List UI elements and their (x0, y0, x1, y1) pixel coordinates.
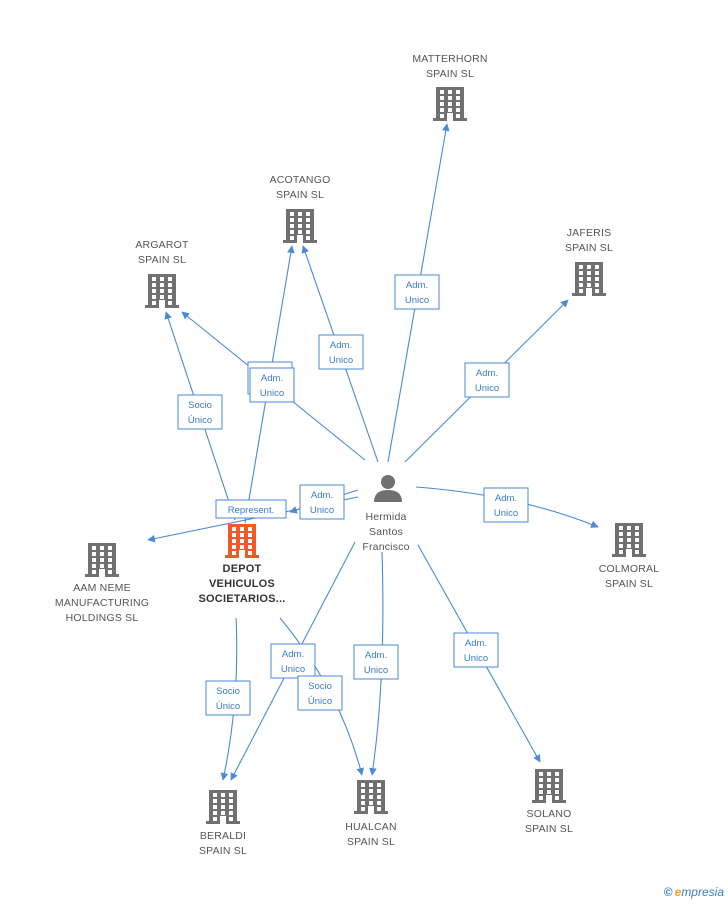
node-label-line: SPAIN SL (605, 578, 653, 590)
company-label-depot: DEPOT VEHICULOS SOCIETARIOS... (199, 563, 286, 605)
node-label-line: SPAIN SL (347, 836, 395, 848)
company-label-solano: SOLANO SPAIN SL (525, 808, 573, 835)
relation-label-r-jaferis[interactable]: Adm. Unico (464, 362, 510, 398)
company-label-matterhorn: MATTERHORN SPAIN SL (412, 53, 487, 80)
company-label-beraldi: BERALDI SPAIN SL (199, 830, 247, 857)
relation-label-text: Unico (464, 653, 488, 664)
relation-label-text: Socio (216, 686, 240, 697)
node-label-line: MATTERHORN (412, 53, 487, 65)
node-label-line: VEHICULOS (209, 578, 275, 590)
relation-label-r-hualcan[interactable]: Adm. Unico (353, 644, 399, 680)
company-label-hualcan: HUALCAN SPAIN SL (345, 821, 397, 848)
building-icon-acotango[interactable] (283, 209, 317, 243)
relation-label-text: Unico (329, 355, 353, 366)
person-icon[interactable] (374, 475, 402, 502)
node-label-line: JAFERIS (567, 227, 612, 239)
empresia-watermark: ©empresia (664, 885, 724, 899)
relation-label-r-argarot[interactable]: Adm. Unico (249, 367, 295, 403)
relation-label-text: Unico (281, 664, 305, 675)
relation-label-text: Adm. (311, 490, 333, 501)
relation-label-text: Adm. (476, 368, 498, 379)
node-label-line: SPAIN SL (426, 68, 474, 80)
relation-label-text: Socio (188, 400, 212, 411)
copyright-symbol: © (663, 885, 673, 899)
node-label-line: COLMORAL (599, 563, 660, 575)
company-label-jaferis: JAFERIS SPAIN SL (565, 227, 613, 254)
relation-label-text: Adm. (261, 373, 283, 384)
building-icon-beraldi[interactable] (206, 790, 240, 824)
brand-rest: mpresia (681, 885, 724, 899)
node-label-line: SPAIN SL (565, 242, 613, 254)
relation-label-text: Único (308, 696, 332, 707)
node-label-line: DEPOT (223, 563, 262, 575)
building-icon-jaferis[interactable] (572, 262, 606, 296)
relation-label-text: Unico (475, 383, 499, 394)
building-icon-aamneme[interactable] (85, 543, 119, 577)
node-label-line: Francisco (362, 541, 409, 553)
relation-label-text: Unico (494, 508, 518, 519)
node-label-line: AAM NEME (73, 582, 131, 594)
building-icon-colmoral[interactable] (612, 523, 646, 557)
node-label-line: SPAIN SL (276, 189, 324, 201)
relation-label-text: Adm. (365, 650, 387, 661)
node-label-line: SOLANO (527, 808, 572, 820)
relation-label-r-matterhorn[interactable]: Adm. Unico (394, 274, 440, 310)
relation-label-text: Adm. (406, 280, 428, 291)
relation-label-text: Único (188, 415, 212, 426)
relation-label-r-acotango[interactable]: Adm. Unico (318, 334, 364, 370)
relation-label-text: Adm. (495, 493, 517, 504)
building-icon-matterhorn[interactable] (433, 87, 467, 121)
relation-label-text: Adm. (465, 638, 487, 649)
node-label-line: BERALDI (200, 830, 246, 842)
company-label-argarot: ARGAROT SPAIN SL (135, 239, 189, 266)
node-label-line: Hermida (365, 511, 406, 523)
company-label-aamneme: AAM NEME MANUFACTURING HOLDINGS SL (55, 582, 149, 624)
node-label-line: HOLDINGS SL (66, 612, 139, 624)
relation-label-text: Unico (405, 295, 429, 306)
node-label-line: ARGAROT (135, 239, 189, 251)
relation-label-text: Adm. (330, 340, 352, 351)
relation-label-text: Socio (308, 681, 332, 692)
edge-labels-layer: Adm.UnicoAdm.UnicoAdm.UnicoSocioÚnicoAdm… (177, 274, 529, 716)
company-label-colmoral: COLMORAL SPAIN SL (599, 563, 660, 590)
relation-label-text: Unico (260, 388, 284, 399)
relation-label-r-solano[interactable]: Adm. Unico (453, 632, 499, 668)
relation-label-r-colmoral[interactable]: Adm. Unico (483, 487, 529, 523)
node-label-line: MANUFACTURING (55, 597, 149, 609)
relation-label-text: Unico (310, 505, 334, 516)
building-icon-hualcan[interactable] (354, 780, 388, 814)
relation-label-r-aamneme[interactable]: Adm. Unico (299, 484, 345, 520)
relation-label-text: Represent. (228, 505, 274, 516)
relation-label-r-beraldi[interactable]: Adm. Unico (270, 643, 316, 679)
building-icon-solano[interactable] (532, 769, 566, 803)
node-label-line: SPAIN SL (199, 845, 247, 857)
node-label-line: SPAIN SL (138, 254, 186, 266)
relation-label-text: Adm. (282, 649, 304, 660)
node-label-line: HUALCAN (345, 821, 397, 833)
relation-label-text: Unico (364, 665, 388, 676)
building-icon-depot[interactable] (225, 524, 259, 558)
company-label-acotango: ACOTANGO SPAIN SL (270, 174, 331, 201)
node-label-line: SOCIETARIOS... (199, 593, 286, 605)
node-label-line: Santos (369, 526, 403, 538)
building-icon-argarot[interactable] (145, 274, 179, 308)
brand-e: e (674, 885, 682, 899)
relation-label-r-represent[interactable]: Represent. (215, 499, 287, 519)
node-label-line: ACOTANGO (270, 174, 331, 186)
node-label-line: SPAIN SL (525, 823, 573, 835)
relation-label-text: Único (216, 701, 240, 712)
